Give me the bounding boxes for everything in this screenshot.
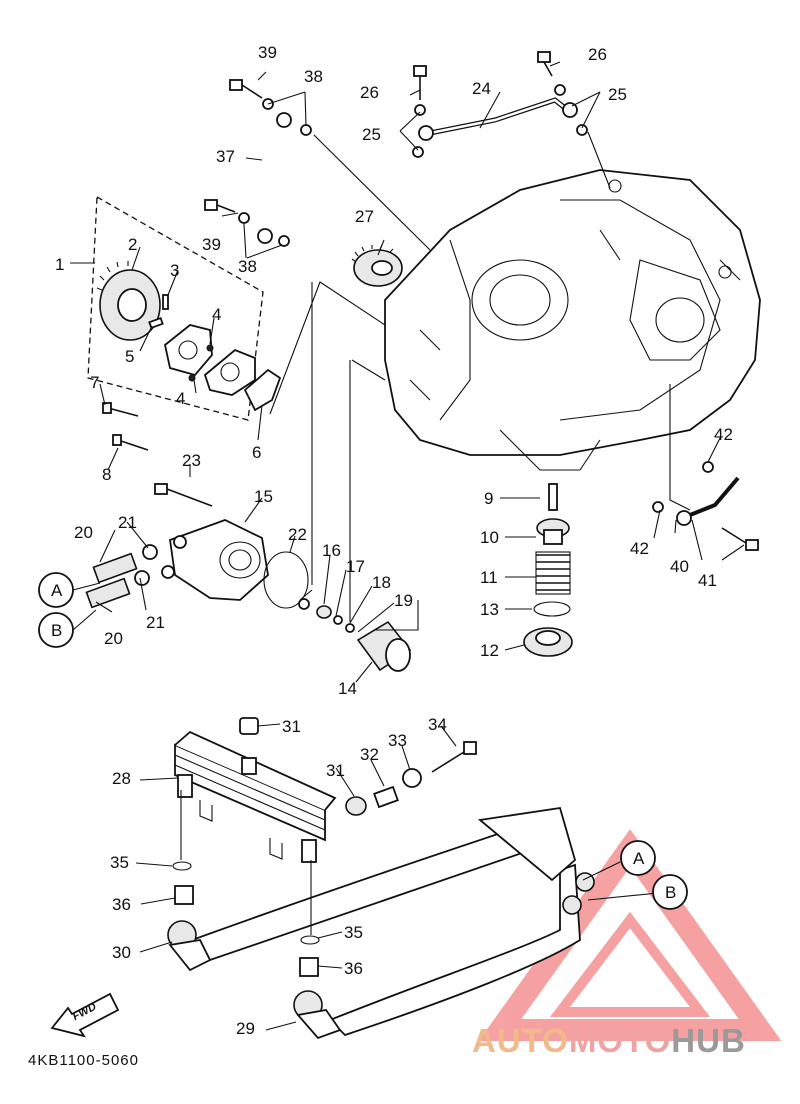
callout-29: 29 — [236, 1019, 255, 1038]
watermark-hub: HUB — [671, 1022, 746, 1059]
callout-14: 14 — [338, 679, 357, 698]
connector-a-left — [38, 572, 101, 608]
callout-19: 19 — [394, 591, 413, 610]
callout-25: 25 — [362, 125, 381, 144]
callout-4: 4 — [176, 389, 185, 408]
callout-34: 34 — [428, 715, 447, 734]
callout-38: 38 — [238, 257, 257, 276]
oil-hoses — [167, 806, 595, 1040]
callout-39: 39 — [258, 43, 277, 62]
callout-21: 21 — [146, 613, 165, 632]
callout-1: 1 — [55, 255, 64, 274]
callout-16: 16 — [322, 541, 341, 560]
callout-32: 32 — [360, 745, 379, 764]
leader-lines — [70, 61, 745, 1031]
connector-a-label: A — [51, 581, 63, 600]
callout-26: 26 — [588, 45, 607, 64]
watermark-text: AUTOMOTOHUB — [472, 1022, 746, 1060]
cooler-mount-parts — [172, 741, 477, 977]
callout-41: 41 — [698, 571, 717, 590]
callout-40: 40 — [670, 557, 689, 576]
callout-2: 2 — [128, 235, 137, 254]
callout-13: 13 — [480, 600, 499, 619]
callout-30: 30 — [112, 943, 131, 962]
callout-37: 37 — [216, 147, 235, 166]
callout-20: 20 — [104, 629, 123, 648]
callout-17: 17 — [346, 557, 365, 576]
callout-9: 9 — [484, 489, 493, 508]
watermark-moto: MOTO — [568, 1022, 672, 1059]
callout-numbers: 39 38 37 39 38 26 26 24 25 25 27 1 2 3 4… — [55, 43, 733, 1038]
connector-b-left — [38, 609, 97, 648]
callout-36: 36 — [112, 895, 131, 914]
callout-39: 39 — [202, 235, 221, 254]
callout-31: 31 — [282, 717, 301, 736]
connector-b-label-right: B — [665, 883, 676, 902]
callout-8: 8 — [102, 465, 111, 484]
callout-10: 10 — [480, 528, 499, 547]
forward-direction-arrow — [50, 992, 120, 1038]
oil-pipe-24 — [412, 51, 588, 158]
connector-b-label: B — [51, 621, 62, 640]
callout-4: 4 — [212, 305, 221, 324]
oil-pump-assembly — [87, 195, 282, 451]
drain-plug-assembly — [523, 483, 573, 657]
callout-5: 5 — [125, 347, 134, 366]
oil-delivery-pipe-40 — [652, 461, 759, 551]
callout-33: 33 — [388, 731, 407, 750]
callout-42: 42 — [714, 425, 733, 444]
callout-21: 21 — [118, 513, 137, 532]
gear-27 — [351, 244, 403, 287]
callout-15: 15 — [254, 487, 273, 506]
callout-25: 25 — [608, 85, 627, 104]
callout-27: 27 — [355, 207, 374, 226]
callout-18: 18 — [372, 573, 391, 592]
connector-b-right — [652, 874, 688, 910]
callout-12: 12 — [480, 641, 499, 660]
callout-28: 28 — [112, 769, 131, 788]
callout-31: 31 — [326, 761, 345, 780]
watermark-auto: AUTO — [472, 1022, 569, 1059]
callout-3: 3 — [170, 261, 179, 280]
connector-a-label-right: A — [633, 849, 645, 868]
callout-20: 20 — [74, 523, 93, 542]
callout-42: 42 — [630, 539, 649, 558]
callout-22: 22 — [288, 525, 307, 544]
callout-36: 36 — [344, 959, 363, 978]
oil-cooler-28 — [174, 717, 337, 863]
oil-filter-cover-15 — [85, 483, 355, 633]
callout-23: 23 — [182, 451, 201, 470]
callout-38: 38 — [304, 67, 323, 86]
callout-6: 6 — [252, 443, 261, 462]
callout-26: 26 — [360, 83, 379, 102]
callout-7: 7 — [90, 373, 99, 392]
callout-35: 35 — [344, 923, 363, 942]
oil-filter-14 — [356, 620, 412, 672]
callout-24: 24 — [472, 79, 491, 98]
callout-35: 35 — [110, 853, 129, 872]
connector-a-right — [620, 840, 656, 876]
crankcase — [384, 169, 761, 471]
callout-11: 11 — [480, 568, 498, 587]
part-code: 4KB1100-5060 — [28, 1052, 139, 1069]
